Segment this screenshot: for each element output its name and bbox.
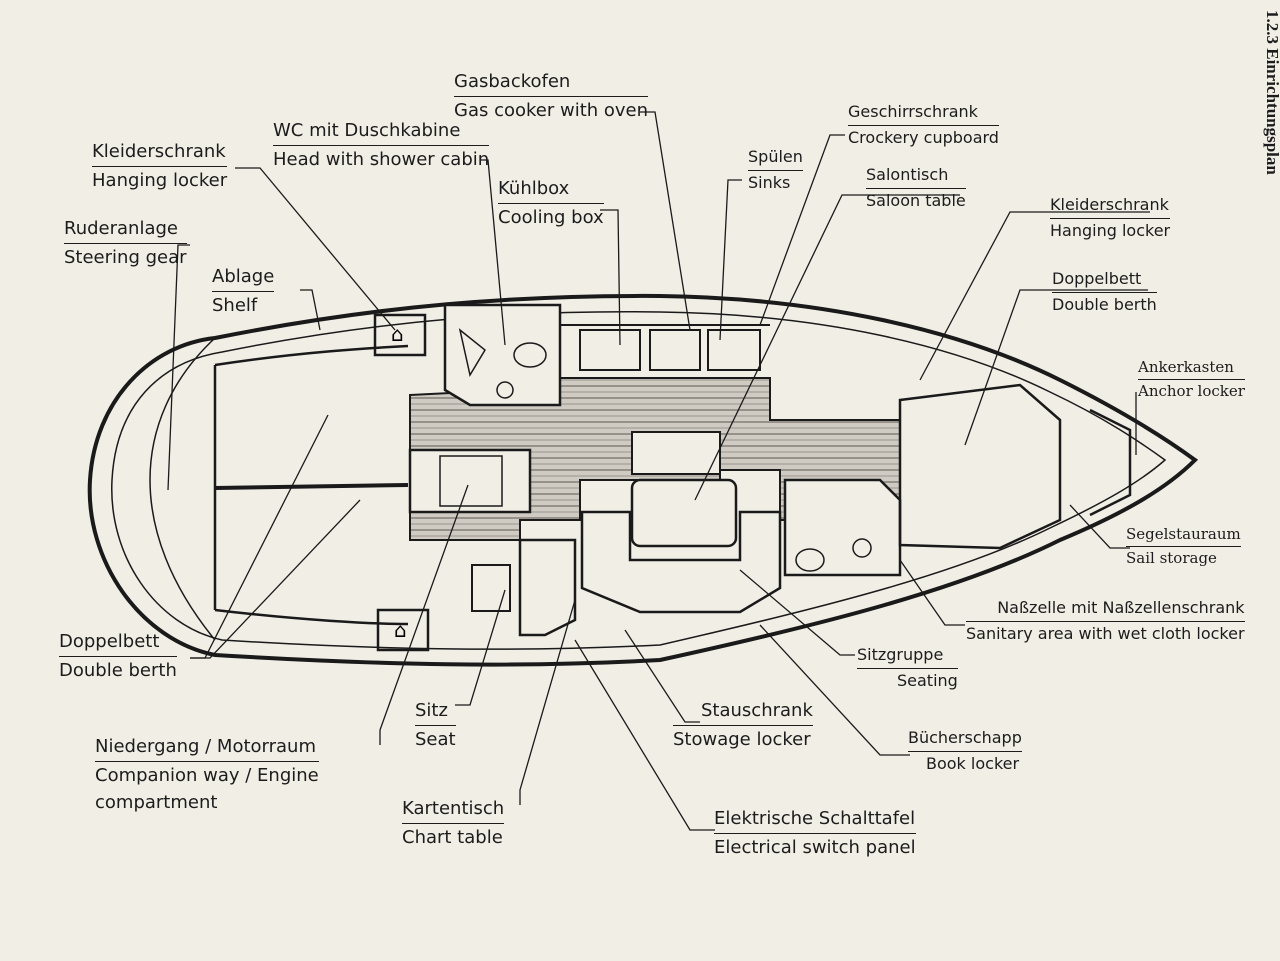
label-electrical-panel: Elektrische Schalttafel Electrical switc… — [714, 805, 916, 861]
chart-seat — [471, 564, 511, 612]
hull-outline — [87, 293, 1199, 667]
hull-inner — [111, 311, 1167, 650]
label-sanitary-area: Naßzelle mit Naßzellenschrank Sanitary a… — [966, 598, 1245, 643]
label-companionway: Niedergang / Motorraum Companion way / E… — [95, 733, 319, 816]
forward-toilet — [795, 548, 825, 572]
label-hanging-locker-aft: Kleiderschrank Hanging locker — [92, 138, 228, 194]
label-stowage-locker: Stauschrank Stowage locker — [673, 697, 813, 753]
aft-double-berth — [213, 344, 409, 626]
wash-basin — [458, 328, 486, 377]
chart-table — [518, 538, 577, 637]
label-shelf: Ablage Shelf — [212, 263, 275, 319]
transom-line — [149, 337, 216, 641]
label-hanging-locker-fwd: Kleiderschrank Hanging locker — [1050, 195, 1171, 240]
forward-basin — [852, 538, 872, 558]
aft-locker-top — [373, 313, 427, 357]
label-cooling-box: Kühlbox Cooling box — [498, 175, 604, 231]
label-steering-gear: Ruderanlage Steering gear — [64, 215, 187, 271]
galley — [560, 324, 770, 371]
engine-box-inner — [439, 455, 503, 507]
saloon-table-main — [630, 478, 738, 548]
label-seat: Sitz Seat — [415, 697, 456, 753]
toilet — [513, 342, 547, 368]
label-gas-cooker: Gasbackofen Gas cooker with oven — [454, 68, 649, 124]
label-anchor-locker: Ankerkasten Anchor locker — [1138, 358, 1245, 400]
label-head: WC mit Duschkabine Head with shower cabi… — [273, 117, 490, 173]
seating-u — [580, 510, 782, 614]
hanger-icon: ⌂ — [391, 322, 404, 346]
hanger-icon: ⌂ — [394, 618, 407, 642]
shower-fixture — [496, 381, 514, 399]
head-compartment — [443, 303, 562, 407]
forward-double-berth — [898, 383, 1062, 550]
aft-locker-bottom — [376, 608, 430, 652]
label-sail-storage: Segelstauraum Sail storage — [1126, 525, 1241, 567]
leader-lines — [167, 111, 1150, 831]
label-double-berth-fwd: Doppelbett Double berth — [1052, 269, 1157, 314]
label-chart-table: Kartentisch Chart table — [402, 795, 505, 851]
label-book-locker: Bücherschapp Book locker — [908, 728, 1022, 773]
saloon-table-top — [631, 431, 721, 475]
label-crockery-cupboard: Geschirrschrank Crockery cupboard — [848, 102, 999, 147]
label-sinks: Spülen Sinks — [748, 147, 803, 192]
label-saloon-table: Salontisch Saloon table — [866, 165, 966, 210]
section-title: 1.2.3 Einrichtungsplan — [1263, 10, 1280, 175]
forward-bulkhead — [1089, 408, 1132, 517]
label-seating: Sitzgruppe Seating — [857, 645, 958, 690]
label-double-berth-aft: Doppelbett Double berth — [59, 628, 177, 684]
forward-head — [783, 478, 902, 577]
engine-box — [408, 448, 532, 514]
